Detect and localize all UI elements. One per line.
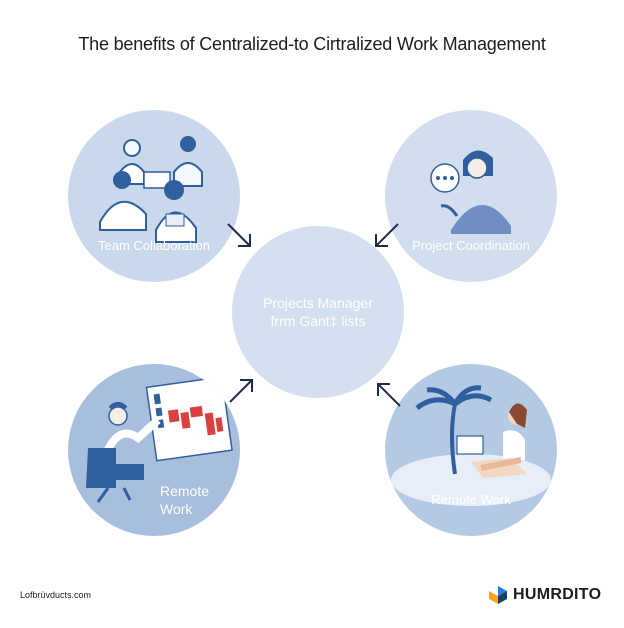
team-people-icon <box>99 136 203 243</box>
gantt-chart-icon <box>86 375 233 503</box>
team-collaboration-label: Team Collaboration <box>97 238 210 253</box>
team-collaboration-node: Team Collaboration <box>68 110 240 282</box>
remote-work-right-label: Remote Work <box>431 492 511 507</box>
remote-work-left-line2: Work <box>160 501 193 517</box>
footer-url: Lofbrüvducts.com <box>20 590 92 600</box>
center-label-line1: Projects Manager <box>263 295 373 311</box>
brand-name: HUMRDITO <box>513 586 602 603</box>
beach-laptop-icon <box>391 385 551 506</box>
center-label-line2: frrm Gant‡ lists <box>270 313 366 329</box>
chat-person-icon <box>430 150 511 234</box>
arrow-remote-right-to-center <box>377 383 401 407</box>
remote-work-right-node: Remote Work <box>385 364 557 536</box>
center-node: Projects Manager frrm Gant‡ lists <box>232 226 404 398</box>
remote-work-left-node: Remote Work <box>68 364 240 536</box>
remote-work-left-line1: Remote <box>160 483 210 499</box>
arrow-remote-left-to-center <box>229 379 253 403</box>
project-coordination-node: Project Coordination <box>385 110 557 282</box>
brand: HUMRDITO <box>488 585 601 605</box>
project-coordination-label: Project Coordination <box>412 238 530 253</box>
page-title: The benefits of Centralized-to Cirtraliz… <box>78 34 546 54</box>
arrow-coordination-to-center <box>375 223 399 247</box>
brand-logo-icon <box>489 586 507 604</box>
arrow-team-to-center <box>227 223 251 247</box>
